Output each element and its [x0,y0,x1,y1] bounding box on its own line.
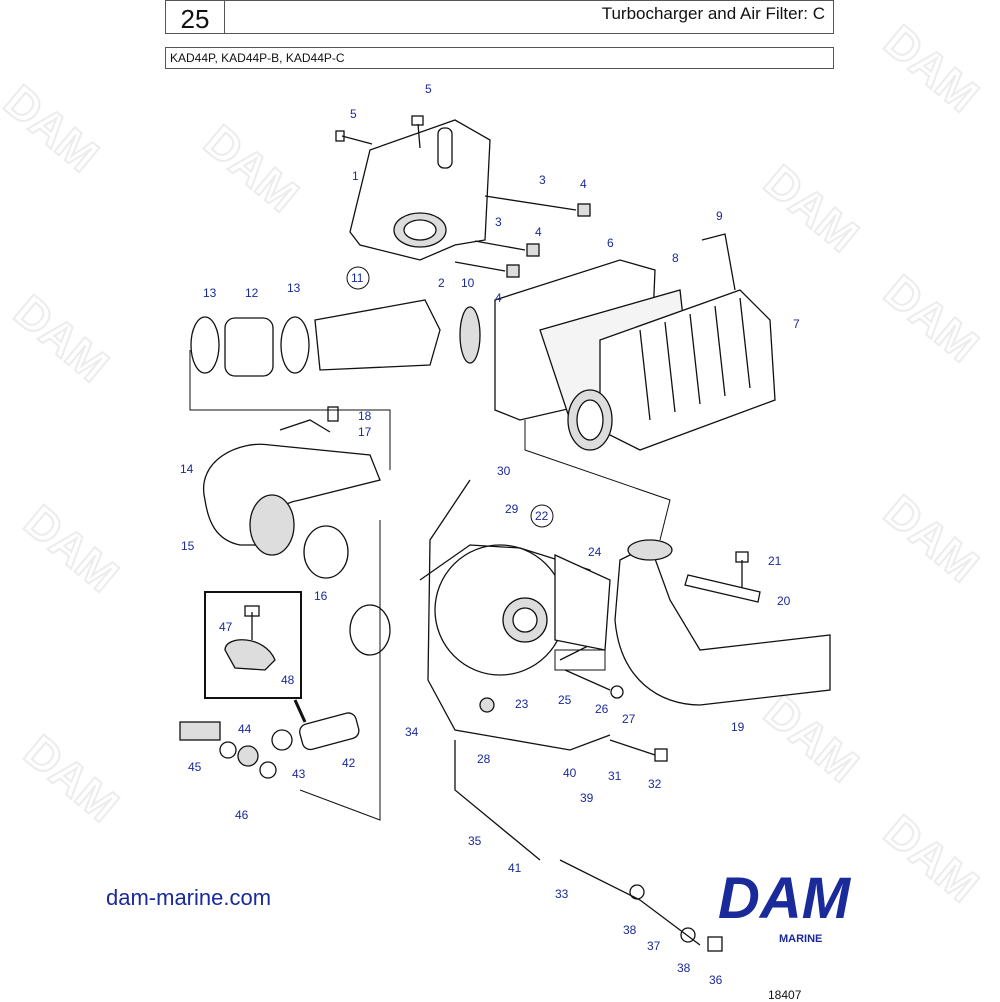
exhaust-pipe-19 [614,544,831,706]
label-26: 26 [595,702,609,716]
watermark-text: DAM [15,725,129,832]
page-title: Turbocharger and Air Filter: C [601,4,825,23]
label-23: 23 [515,697,529,711]
turbocharger-22 [434,544,566,676]
label-13a: 13 [203,286,217,300]
bracket-17 [279,419,331,433]
label-39: 39 [580,791,594,805]
label-5a: 5 [350,107,357,121]
label-38a: 38 [623,923,637,937]
label-15: 15 [181,539,195,553]
label-40: 40 [563,766,577,780]
oil-pipe-28 [427,479,611,751]
gasket-24 [554,553,611,651]
label-1: 1 [352,169,359,183]
label-4a: 4 [580,177,587,191]
bracket-20 [684,574,761,603]
label-43: 43 [292,767,306,781]
bracket-1 [349,119,491,261]
label-4c: 4 [495,291,502,305]
watermark-text: DAM [755,155,869,262]
label-25: 25 [558,693,572,707]
intake-pipe-11 [314,299,441,371]
watermark-text: DAM [5,285,119,392]
drawing-number: 18407 [768,988,802,1002]
hose-12 [224,317,274,377]
label-19: 19 [731,720,745,734]
label-4b: 4 [535,225,542,239]
website-link[interactable]: dam-marine.com [106,885,272,910]
watermark: DAM DAM DAM DAM DAM DAM DAM DAM DAM DAM … [0,14,989,913]
watermark-text: DAM [875,805,989,912]
label-20: 20 [777,594,791,608]
label-41: 41 [508,861,522,875]
label-24: 24 [588,545,602,559]
label-3b: 3 [495,215,502,229]
dam-marine-logo: DAM MARINE [718,866,852,945]
label-32: 32 [648,777,662,791]
label-42: 42 [342,756,356,770]
logo-text: DAM [718,866,852,931]
drain-hose [559,859,701,946]
part-labels: 1 2 3 3 4 4 4 5 5 6 7 8 9 10 11 12 13 13… [180,82,800,987]
label-16: 16 [314,589,328,603]
label-21: 21 [768,554,782,568]
label-17: 17 [358,425,372,439]
label-8: 8 [672,251,679,265]
label-33: 33 [555,887,569,901]
watermark-text: DAM [875,485,989,592]
label-44: 44 [238,722,252,736]
label-22: 22 [535,509,549,523]
label-38b: 38 [677,961,691,975]
label-48: 48 [281,673,295,687]
label-18: 18 [358,409,372,423]
label-46: 46 [235,808,249,822]
label-9: 9 [716,209,723,223]
label-30: 30 [497,464,511,478]
label-47: 47 [219,620,233,634]
watermark-text: DAM [0,75,108,182]
watermark-text: DAM [875,265,989,372]
label-11: 11 [351,271,364,285]
watermark-text: DAM [875,15,989,122]
label-34: 34 [405,725,419,739]
o-ring-16 [303,525,349,579]
label-31: 31 [608,769,622,783]
seal-10 [459,306,481,364]
clamp-13 [190,316,220,374]
label-7: 7 [793,317,800,331]
return-pipe-33 [454,740,541,861]
label-37: 37 [647,939,661,953]
label-14: 14 [180,462,194,476]
watermark-text: DAM [195,115,309,222]
label-45: 45 [188,760,202,774]
label-10: 10 [461,276,475,290]
label-3a: 3 [539,173,546,187]
label-29: 29 [505,502,519,516]
watermark-text: DAM [755,685,869,792]
label-28: 28 [477,752,491,766]
model-list: KAD44P, KAD44P-B, KAD44P-C [165,47,834,69]
label-36: 36 [709,973,723,987]
label-35: 35 [468,834,482,848]
label-27: 27 [622,712,636,726]
logo-subtext: MARINE [779,933,822,945]
label-6: 6 [607,236,614,250]
label-12: 12 [245,286,259,300]
label-5b: 5 [425,82,432,96]
watermark-text: DAM [15,495,129,602]
header-bar: 25 Turbocharger and Air Filter: C [165,0,834,34]
label-2: 2 [438,276,445,290]
label-13b: 13 [287,281,301,295]
page-number: 25 [166,1,225,34]
